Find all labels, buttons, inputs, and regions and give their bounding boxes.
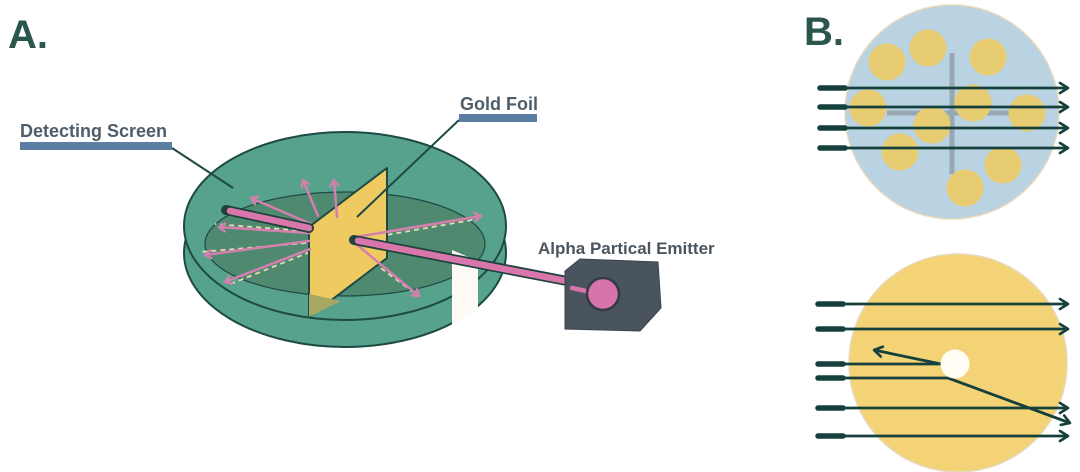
scatter-arrow-down-left <box>223 247 312 285</box>
emitter-source-dot <box>585 276 621 312</box>
scatter-arrow-up-right <box>354 211 483 239</box>
gold-foil-leader-line <box>356 119 460 218</box>
electron-dot <box>1008 94 1046 132</box>
scatter-arrow-up-left <box>300 178 320 218</box>
beam-left-segment <box>226 207 313 232</box>
beam-deflected-down-right <box>947 376 1072 427</box>
alpha-beam <box>221 205 598 291</box>
scatter-arrow-up <box>329 178 340 219</box>
gold-foil-underline-bar <box>459 114 537 122</box>
gold-foil-label: Gold Foil <box>460 94 538 114</box>
electron-dot <box>984 146 1022 184</box>
scatter-arrow-lower-left <box>203 239 311 260</box>
electron-dots <box>849 29 1046 207</box>
electron-dot <box>868 43 906 81</box>
electron-dot <box>913 106 951 144</box>
beam-right-segment <box>354 237 594 289</box>
panel-b-heading: B. <box>804 10 844 54</box>
electron-dot <box>946 169 984 207</box>
plum-pudding-beams <box>817 81 1070 155</box>
panel-a-heading: A. <box>8 13 48 57</box>
electron-dot <box>909 29 947 67</box>
positive-charge-cross <box>887 53 1017 174</box>
nucleus <box>940 349 970 379</box>
plum-pudding-model <box>817 4 1070 220</box>
scatter-arrow-down-right <box>354 242 421 298</box>
panel-a: A. Detecting Screen Gold Foil Alpha Part… <box>8 13 715 348</box>
scatter-arrow-upper-left <box>249 195 313 226</box>
electron-dot <box>881 133 919 171</box>
detecting-screen-underline-bar <box>20 142 172 150</box>
gold-foil-tip-below-dish <box>309 294 341 317</box>
dish-beam-slit <box>452 250 478 326</box>
nuclear-beams <box>815 297 1072 443</box>
alpha-emitter <box>564 258 662 332</box>
panel-b: B. <box>804 4 1072 472</box>
electron-dot <box>969 38 1007 76</box>
electron-dot <box>954 84 992 122</box>
nuclear-model <box>815 253 1072 472</box>
scatter-arrow-left <box>217 222 311 235</box>
emitter-nozzle <box>569 285 589 294</box>
beam-backscattered <box>872 345 942 366</box>
detecting-screen-label: Detecting Screen <box>20 121 167 141</box>
panel-a-labels: A. Detecting Screen Gold Foil Alpha Part… <box>8 13 715 258</box>
alpha-emitter-label: Alpha Partical Emitter <box>538 239 715 258</box>
detecting-screen-leader-line <box>171 147 234 189</box>
scattered-particle-arrows <box>203 178 483 298</box>
